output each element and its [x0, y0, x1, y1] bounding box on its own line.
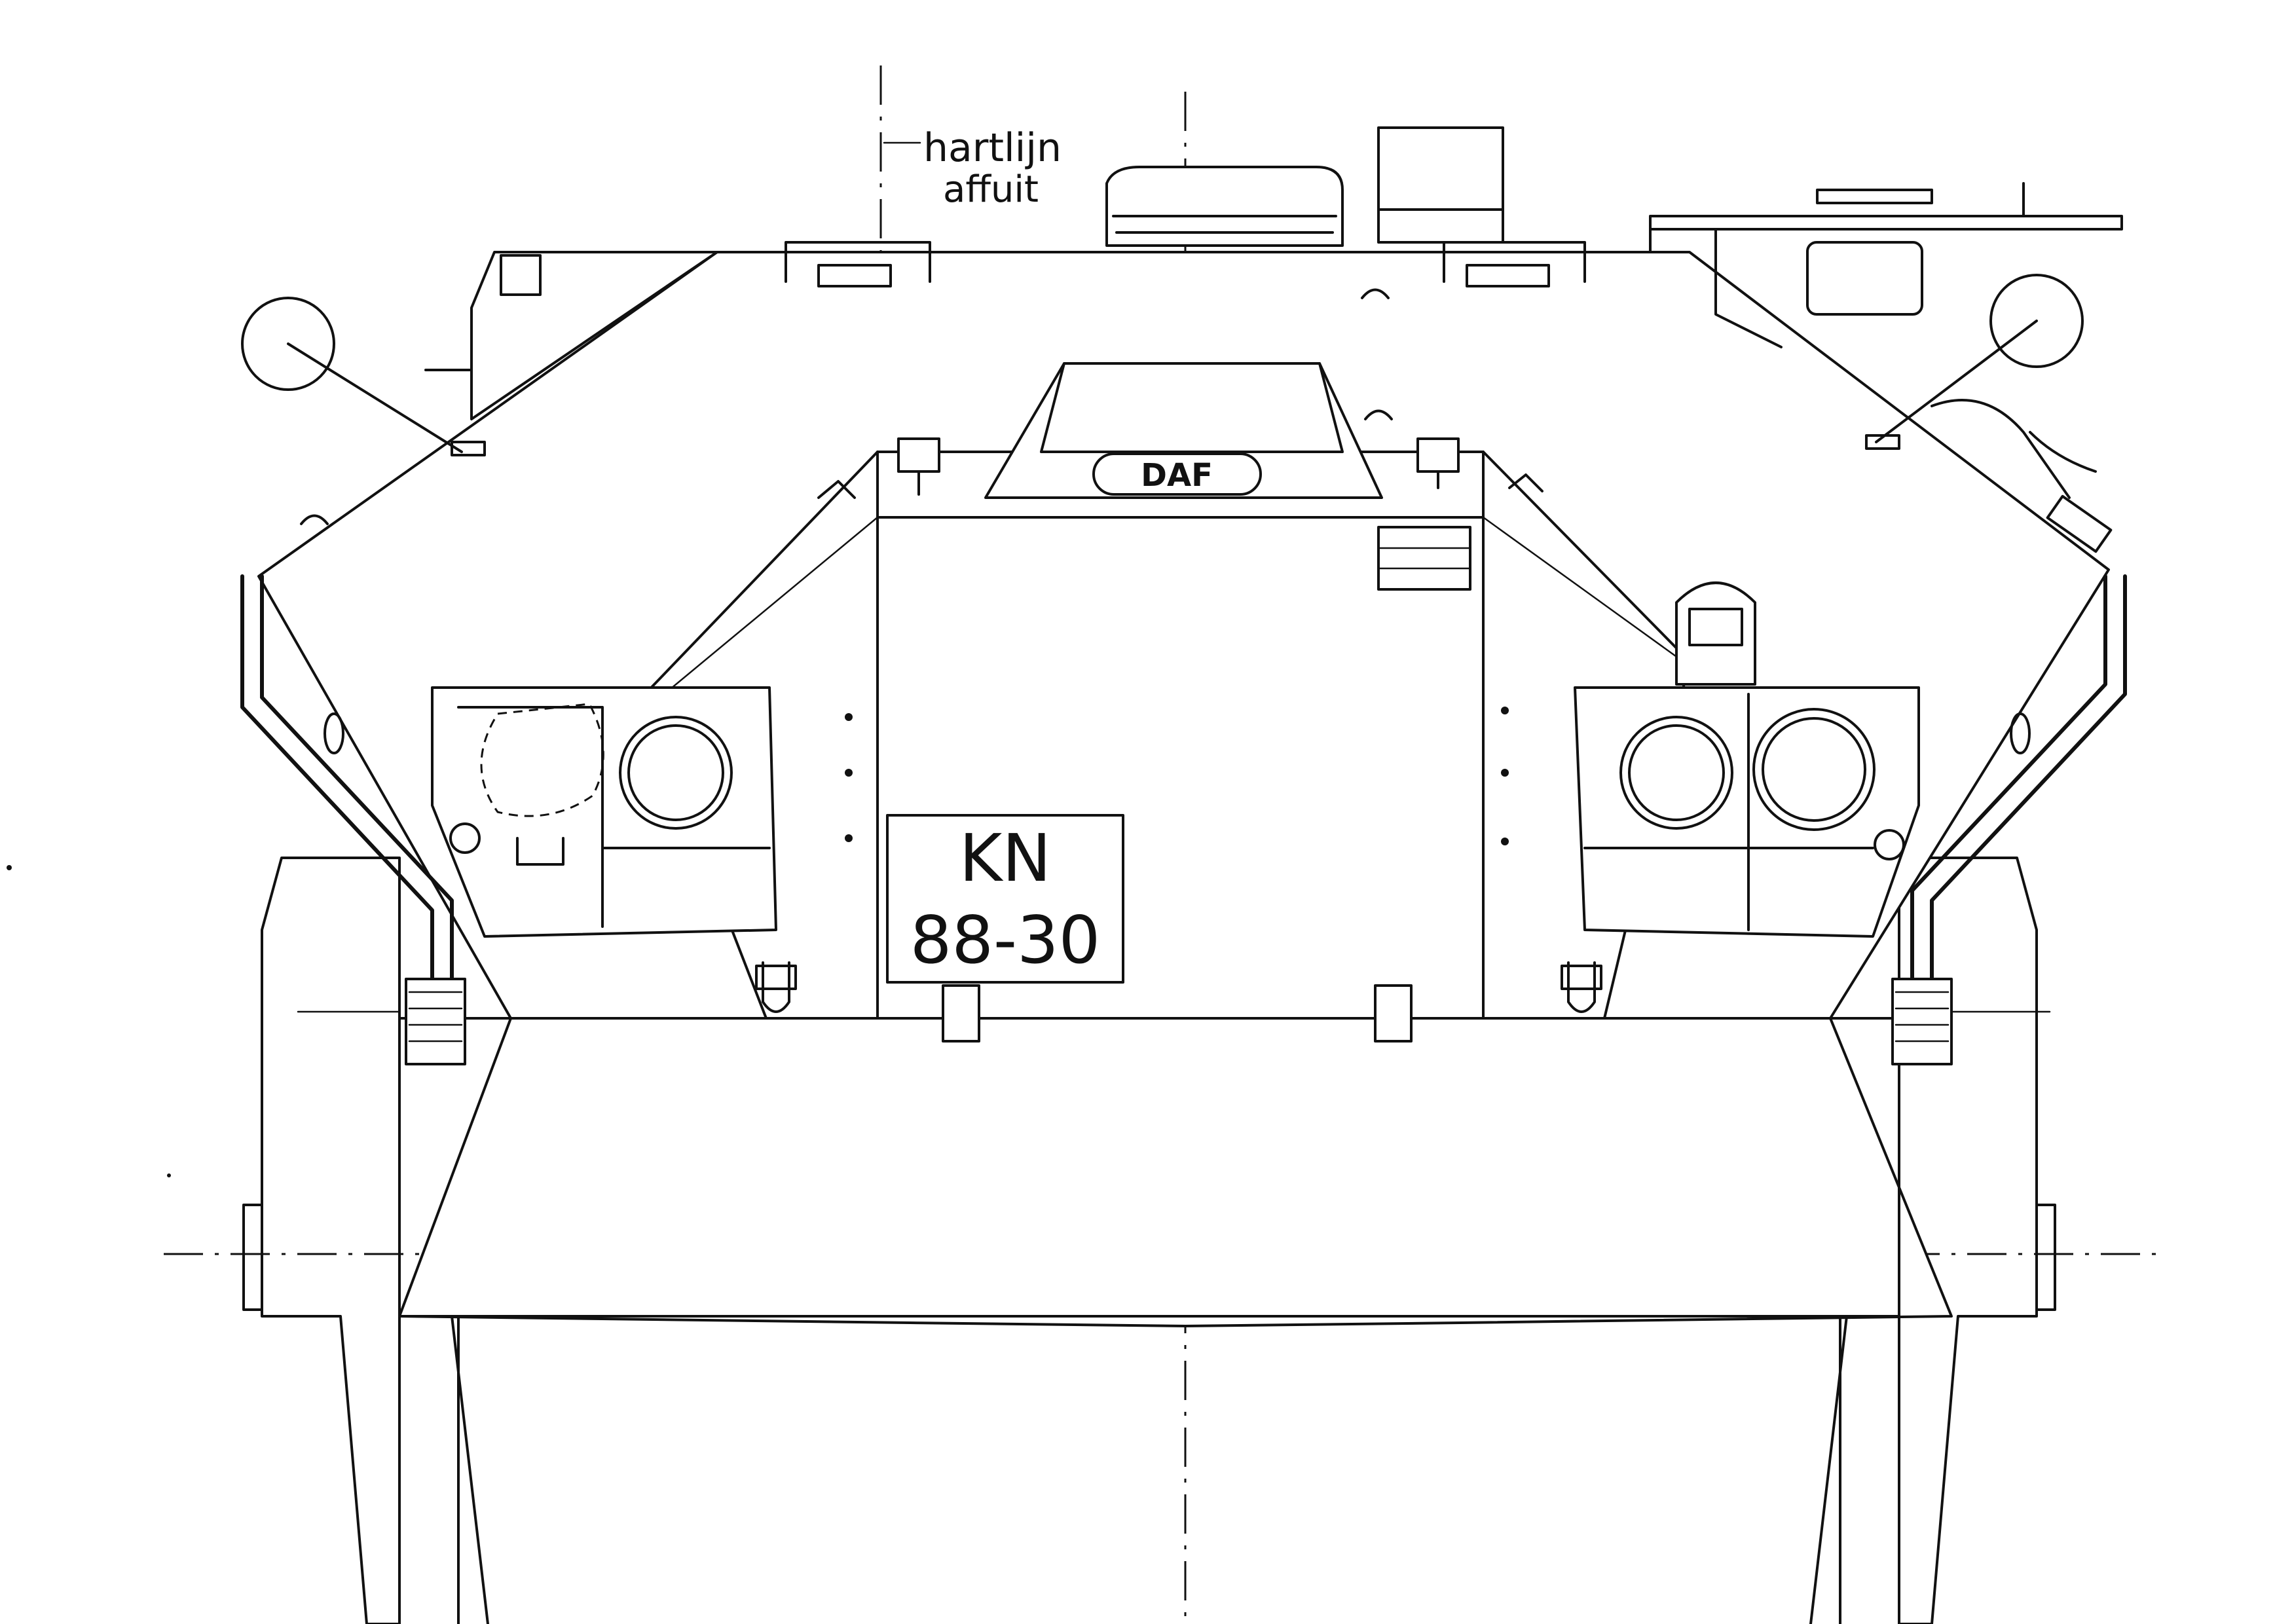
right-grab-bar-inner: [1910, 574, 2107, 984]
left-indicator-light: [449, 822, 481, 854]
annotation-line-1: hartlijn: [923, 125, 1062, 171]
roof-slot-left: [817, 264, 892, 287]
stray-mark: [7, 865, 12, 870]
tow-shackle-right: [1567, 961, 1596, 1013]
right-headlight-outer: [1752, 708, 1876, 831]
rivet: [845, 713, 853, 721]
left-light-guard-inner: [457, 706, 604, 928]
right-side-hatch-grip: [2029, 431, 2097, 473]
right-spring: [1891, 978, 1953, 1065]
right-mirror: [1865, 274, 2084, 450]
left-roof-lamp: [300, 514, 329, 525]
roof-handle-left: [785, 241, 931, 283]
rivet: [1501, 707, 1509, 714]
ventilation-housing-inner: [1040, 362, 1344, 453]
weapon-mount-top: [1816, 189, 1933, 204]
right-hatch-latch: [2046, 494, 2113, 553]
roof-handle-right: [1443, 241, 1586, 283]
right-light-guard: [1574, 686, 1920, 938]
left-light-cluster: [431, 686, 777, 938]
left-spring-coils: [408, 991, 463, 1043]
licence-plate-line-2: 88-30: [910, 902, 1101, 978]
right-headlight-inner: [1619, 716, 1733, 830]
rivet: [845, 769, 853, 777]
tow-shackles: [755, 961, 1602, 1013]
lower-hull: [398, 1017, 1953, 1327]
daf-badge-oval: [1092, 452, 1262, 496]
roof-details: [300, 126, 2123, 553]
rivet: [1501, 838, 1509, 845]
right-side-port: [2010, 712, 2031, 754]
right-mirror-mount: [1865, 434, 1900, 450]
rivets: [845, 707, 1509, 845]
tow-block-right: [1374, 984, 1413, 1043]
left-grab-bar: [240, 574, 466, 1065]
left-headlight-lens: [627, 724, 724, 821]
right-mirror-arm: [1875, 320, 2038, 443]
left-light-guard: [431, 686, 777, 938]
roof-grip-1: [1361, 288, 1390, 299]
left-grab-bar-inner: [260, 574, 454, 984]
roof-grip-2: [1364, 409, 1393, 420]
left-mirror: [241, 297, 486, 456]
rivet: [1501, 769, 1509, 777]
left-grab-bar-outer: [240, 574, 434, 984]
rivet: [845, 834, 853, 842]
weapon-mount-box: [1806, 241, 1923, 316]
left-roof-box: [500, 254, 542, 296]
left-panel-strap: [647, 516, 879, 709]
licence-plate: KN 88-30: [886, 814, 1124, 984]
lifting-eye-left: [817, 480, 856, 499]
left-side-port: [323, 712, 344, 754]
roof-box: [1377, 126, 1504, 244]
left-spring: [405, 978, 466, 1065]
hinge-blocks: [897, 437, 1460, 1043]
hinge-block-left-top: [897, 437, 940, 473]
left-hidden-outline: [480, 703, 604, 817]
daf-badge: DAF: [1092, 452, 1262, 496]
left-wheel: [242, 857, 489, 1624]
right-spring-coils: [1895, 991, 1950, 1043]
annotation-line-2: affuit: [943, 168, 1039, 211]
lifting-eye-right: [1508, 473, 1543, 492]
tow-shackle-left-plate: [755, 965, 797, 990]
tow-shackle-right-plate: [1561, 965, 1602, 990]
right-panel-strap: [1482, 516, 1684, 663]
right-hub-cap: [2035, 1204, 2056, 1311]
roof-slot-right: [1466, 264, 1550, 287]
left-light-mount: [516, 837, 564, 866]
searchlight-lens: [1688, 608, 1743, 646]
daf-badge-text: DAF: [1141, 457, 1213, 494]
left-tyre-outline: [261, 857, 401, 1624]
licence-plate-frame: [886, 814, 1124, 984]
left-headlight: [619, 716, 733, 830]
mount-centerline-annotation: hartlijn affuit: [883, 125, 1062, 211]
right-indicator-light: [1874, 829, 1905, 860]
vent-grille: [1377, 526, 1471, 591]
periscope-dome: [1105, 166, 1344, 247]
right-side-hatch-curve: [1931, 399, 2071, 499]
left-mirror-arm: [287, 342, 463, 453]
tow-block-left: [942, 984, 980, 1043]
licence-plate-line-1: KN: [959, 820, 1051, 896]
hinge-block-right-top: [1416, 437, 1460, 473]
tow-shackle-left: [762, 961, 790, 1013]
right-grab-bar: [1891, 574, 2127, 1065]
right-rear-frame: [1714, 228, 1783, 348]
left-mirror-mount: [451, 441, 486, 456]
right-grab-bar-outer: [1930, 574, 2127, 984]
right-headlight-inner-lens: [1628, 724, 1725, 821]
lower-hull-sides: [398, 1017, 1900, 1318]
weapon-mount-rail: [1649, 215, 2123, 253]
right-headlight-outer-lens: [1762, 717, 1866, 822]
right-light-cluster: [1574, 581, 1920, 938]
lower-glacis-plate: [398, 1017, 1953, 1327]
stray-mark: [167, 1173, 171, 1177]
left-hub-cap: [242, 1204, 263, 1311]
